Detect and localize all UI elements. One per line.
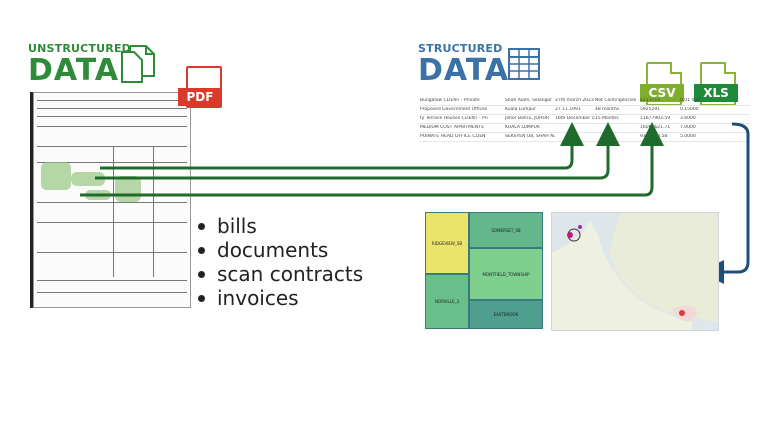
unstructured-data-title: DATA: [28, 53, 120, 88]
table-cell: 7.0000: [680, 125, 696, 130]
table-grid-icon: [508, 48, 540, 80]
xls-badge: XLS: [694, 84, 738, 102]
documents-icon: [120, 44, 156, 84]
csv-badge: CSV: [640, 84, 684, 102]
pdf-file-icon: PDF: [178, 66, 222, 110]
table-row: Proposed Government Offices Kuala Lumpur 2…: [420, 105, 750, 115]
scanned-document-image: [30, 92, 191, 308]
treemap-tile: RIDGEVIEW_SB: [425, 212, 469, 274]
table-cell: 5925291: [640, 107, 661, 112]
table-cell: MEDIUM COST APARTMENTS: [420, 125, 484, 130]
table-cell: 48 months: [595, 107, 620, 112]
table-cell: POINATE HEAD OFFICE CLIEN: [420, 134, 486, 139]
table-cell: Shah Alam, Selangor: [505, 98, 553, 103]
list-item: bills: [198, 214, 363, 238]
table-cell: 16th December 1999: [555, 116, 595, 121]
table-cell: 27th march 2023: [555, 98, 594, 103]
table-row: ty Terrace Houses CLIENT - Pri Johor Bahr…: [420, 114, 750, 124]
table-cell: 0.15000: [680, 107, 699, 112]
table-cell: Not Contingencies: [595, 98, 637, 103]
table-cell: 5.0000: [680, 134, 696, 139]
table-cell: 11677903.59: [640, 116, 671, 121]
table-cell: Kuala Lumpur: [505, 107, 536, 112]
table-cell: ty Terrace Houses CLIENT - Pri: [420, 116, 488, 121]
unstructured-label: UNSTRUCTURED: [28, 42, 131, 55]
structured-data-title: DATA: [418, 53, 510, 88]
table-cell: 3.6000: [680, 116, 696, 121]
xls-file-icon: XLS: [694, 62, 738, 108]
treemap-visualization: RIDGEVIEW_SB SOMERSET_SB MONTFIELD_TOWNS…: [425, 212, 543, 329]
table-cell: 27.11.1991: [555, 107, 581, 112]
pdf-badge: PDF: [178, 88, 222, 106]
table-cell: KUALA LUMPUR: [505, 125, 540, 130]
table-cell: SEKSYEN U8, SHAH ALAM, SELANGOR: [505, 134, 555, 139]
treemap-tile: MONTFIELD_TOWNSHIP: [469, 248, 543, 300]
table-cell: Johor Bahru, JOHOR: [505, 116, 550, 121]
table-cell: 15 Months: [595, 116, 619, 121]
list-item: documents: [198, 238, 363, 262]
structured-label: STRUCTURED: [418, 42, 503, 55]
list-item: invoices: [198, 286, 363, 310]
table-cell: 0 01 000: [680, 98, 701, 103]
treemap-tile: NORVILLE_3: [425, 274, 469, 329]
list-item: scan contracts: [198, 262, 363, 286]
geographic-map: [551, 212, 719, 331]
table-row: Bungalow CLIENT - Private Shah Alam, Sela…: [420, 96, 750, 106]
table-cell: Proposed Government Offices: [420, 107, 488, 112]
data-types-list: bills documents scan contracts invoices: [198, 214, 363, 310]
treemap-tile: SOMERSET_SB: [469, 212, 543, 248]
table-cell: Bungalow CLIENT - Private: [420, 98, 480, 103]
treemap-tile: EASTBROOK: [469, 300, 543, 329]
table-cell: 4213713: [640, 98, 661, 103]
